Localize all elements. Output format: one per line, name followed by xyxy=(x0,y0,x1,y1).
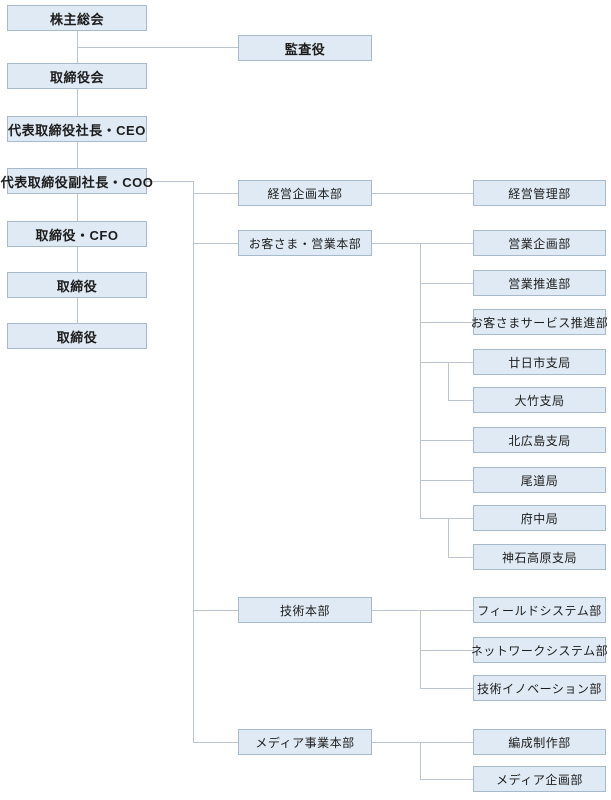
node-onomichi-office: 尾道局 xyxy=(473,467,606,493)
connector-auditor xyxy=(77,47,238,48)
connector-to-network-system xyxy=(420,650,473,651)
connector-to-onomichi xyxy=(420,480,473,481)
connector-to-fuchu xyxy=(420,518,473,519)
node-hatsukaichi-branch: 廿日市支局 xyxy=(473,349,606,375)
connector-to-media-planning xyxy=(420,779,473,780)
node-auditor: 監査役 xyxy=(238,35,372,61)
node-field-system-dept: フィールドシステム部 xyxy=(473,597,606,623)
node-director-1: 取締役 xyxy=(7,272,147,298)
node-board-of-directors: 取締役会 xyxy=(7,63,147,89)
node-customer-sales-division: お客さま・営業本部 xyxy=(238,230,372,256)
connector-fuchu-sub xyxy=(448,518,449,557)
connector-to-otake xyxy=(448,400,473,401)
node-jinsekikogen-branch: 神石高原支局 xyxy=(473,544,606,570)
connector-to-field-system xyxy=(372,610,473,611)
node-vice-president-coo: 代表取締役副社長・COO xyxy=(1,168,153,194)
connector-to-jinsekikogen xyxy=(448,557,473,558)
node-director-2: 取締役 xyxy=(7,323,147,349)
connector-to-hatsukaichi xyxy=(420,362,473,363)
node-programming-production-dept: 編成制作部 xyxy=(473,729,606,755)
connector-to-tech-innovation xyxy=(420,688,473,689)
node-technology-division: 技術本部 xyxy=(238,597,372,623)
connector-to-corporate-planning xyxy=(193,193,238,194)
connector-to-sales-promotion xyxy=(420,283,473,284)
connector-coo-out xyxy=(147,181,193,182)
connector-to-kitahiroshima xyxy=(420,440,473,441)
node-corporate-planning-division: 経営企画本部 xyxy=(238,180,372,206)
node-network-system-dept: ネットワークシステム部 xyxy=(471,637,608,663)
connector-to-programming-production xyxy=(372,742,473,743)
node-sales-planning-dept: 営業企画部 xyxy=(473,230,606,256)
node-otake-branch: 大竹支局 xyxy=(473,387,606,413)
node-media-planning-dept: メディア企画部 xyxy=(473,766,606,792)
connector-technology-trunk xyxy=(420,610,421,688)
connector-division-trunk xyxy=(193,181,194,742)
node-sales-promotion-dept: 営業推進部 xyxy=(473,270,606,296)
node-customer-service-promotion-dept: お客さまサービス推進部 xyxy=(471,309,608,335)
node-shareholders-meeting: 株主総会 xyxy=(7,5,147,31)
connector-to-customer-sales xyxy=(193,243,238,244)
node-management-admin-dept: 経営管理部 xyxy=(473,180,606,206)
node-tech-innovation-dept: 技術イノベーション部 xyxy=(473,675,606,701)
node-director-cfo: 取締役・CFO xyxy=(7,221,147,247)
connector-to-customer-service xyxy=(420,322,473,323)
connector-hatsukaichi-sub xyxy=(448,362,449,400)
node-president-ceo: 代表取締役社長・CEO xyxy=(7,116,147,142)
node-kitahiroshima-branch: 北広島支局 xyxy=(473,427,606,453)
connector-to-sales-planning xyxy=(372,243,473,244)
connector-to-management-admin xyxy=(372,193,473,194)
connector-sales-trunk xyxy=(420,243,421,518)
connector-to-media-business xyxy=(193,742,238,743)
connector-to-technology xyxy=(193,610,238,611)
node-media-business-division: メディア事業本部 xyxy=(238,729,372,755)
connector-media-trunk xyxy=(420,742,421,779)
node-fuchu-office: 府中局 xyxy=(473,505,606,531)
